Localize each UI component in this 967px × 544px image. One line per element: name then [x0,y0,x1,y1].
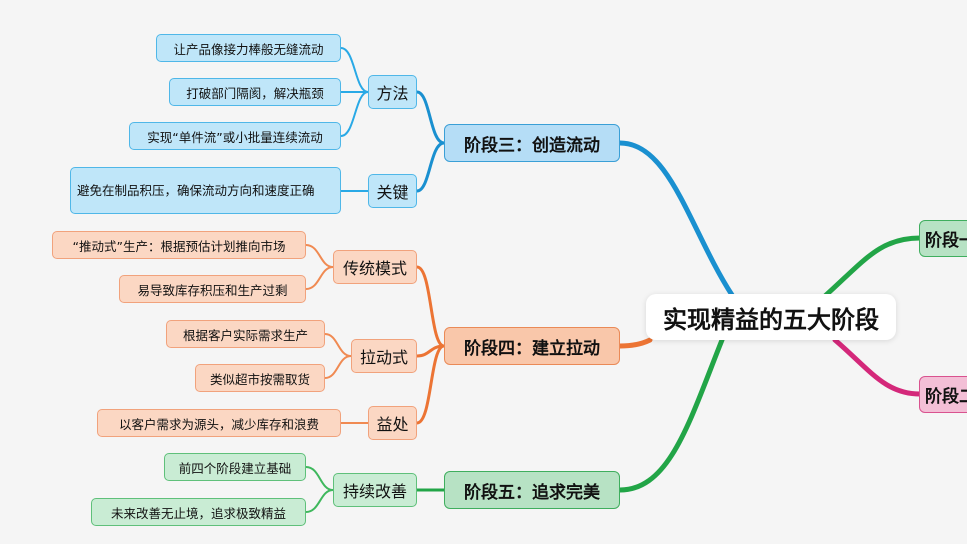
edge-center-stage5 [617,337,725,493]
stage4-benefit-node[interactable]: 益处 [368,406,417,440]
stage4-node[interactable]: 阶段四：建立拉动 [444,327,620,365]
stage3-method-item[interactable]: 实现“单件流”或小批量连续流动 [129,122,341,150]
stage4-traditional-node[interactable]: 传统模式 [333,250,417,284]
stage3-node[interactable]: 阶段三：创造流动 [444,124,620,162]
stage3-method-item[interactable]: 打破部门隔阂，解决瓶颈 [169,78,341,106]
stage3-method-node[interactable]: 方法 [368,75,417,109]
stage3-key-item[interactable]: 避免在制品积压，确保流动方向和速度正确 [70,167,341,214]
edge-center-stage3 [617,140,735,298]
stage5-improve-node[interactable]: 持续改善 [333,473,417,507]
stage4-pull-node[interactable]: 拉动式 [351,339,417,373]
stage4-traditional-item[interactable]: “推动式”生产：根据预估计划推向市场 [52,231,306,259]
stage4-benefit-item[interactable]: 以客户需求为源头，减少库存和浪费 [97,409,341,437]
stage3-key-node[interactable]: 关键 [368,174,417,208]
edge-center-stage2 [832,337,923,397]
stage5-improve-item[interactable]: 前四个阶段建立基础 [164,453,306,481]
edge-center-stage4 [617,337,653,349]
stage4-pull-item[interactable]: 根据客户实际需求生产 [166,320,325,348]
edge-center-stage1 [822,235,923,299]
stage5-node[interactable]: 阶段五：追求完美 [444,471,620,509]
stage4-pull-item[interactable]: 类似超市按需取货 [195,364,325,392]
stage4-traditional-item[interactable]: 易导致库存积压和生产过剩 [119,275,306,303]
stage2-node[interactable]: 阶段二 [919,376,967,413]
stage1-node[interactable]: 阶段一 [919,220,967,257]
stage3-method-item[interactable]: 让产品像接力棒般无缝流动 [156,34,341,62]
central-topic[interactable]: 实现精益的五大阶段 [646,294,896,340]
stage5-improve-item[interactable]: 未来改善无止境，追求极致精益 [91,498,306,526]
